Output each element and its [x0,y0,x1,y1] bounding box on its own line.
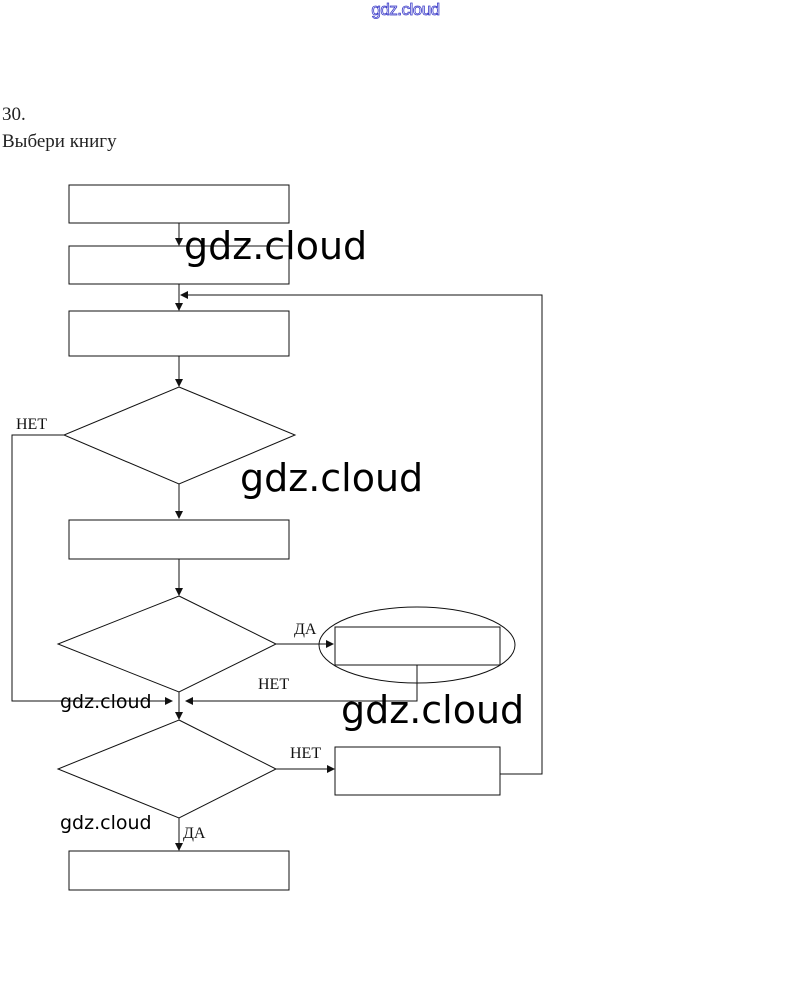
watermark-large-1: gdz.cloud [184,224,367,268]
site-watermark: gdz.cloud [371,0,441,19]
process-block-final [68,850,290,891]
watermark-small-1: gdz.cloud [60,691,152,713]
process-block-1 [68,184,290,224]
watermark-large-3: gdz.cloud [341,688,524,732]
task-number: 30. [2,104,26,125]
watermark-large-2: gdz.cloud [240,456,423,500]
watermark-small-2: gdz.cloud [60,812,152,834]
decision-3-yes-label: ДА [183,825,206,842]
task-title: Выбери книгу [2,131,117,152]
decision-2 [56,595,278,693]
loop-back-arrow [180,291,543,775]
process-block-3 [68,310,290,357]
decision-2-no-label: НЕТ [258,676,289,693]
decision-1-no-arrow [11,434,173,705]
decision-1-no-label: НЕТ [16,416,47,433]
decision-3 [56,719,278,819]
process-block-6 [334,746,501,796]
process-block-4 [68,519,290,560]
decision-3-no-label: НЕТ [290,745,321,762]
block-5-return-arrow [185,665,418,705]
process-block-5 [334,626,501,666]
decision-2-yes-label: ДА [294,621,317,638]
